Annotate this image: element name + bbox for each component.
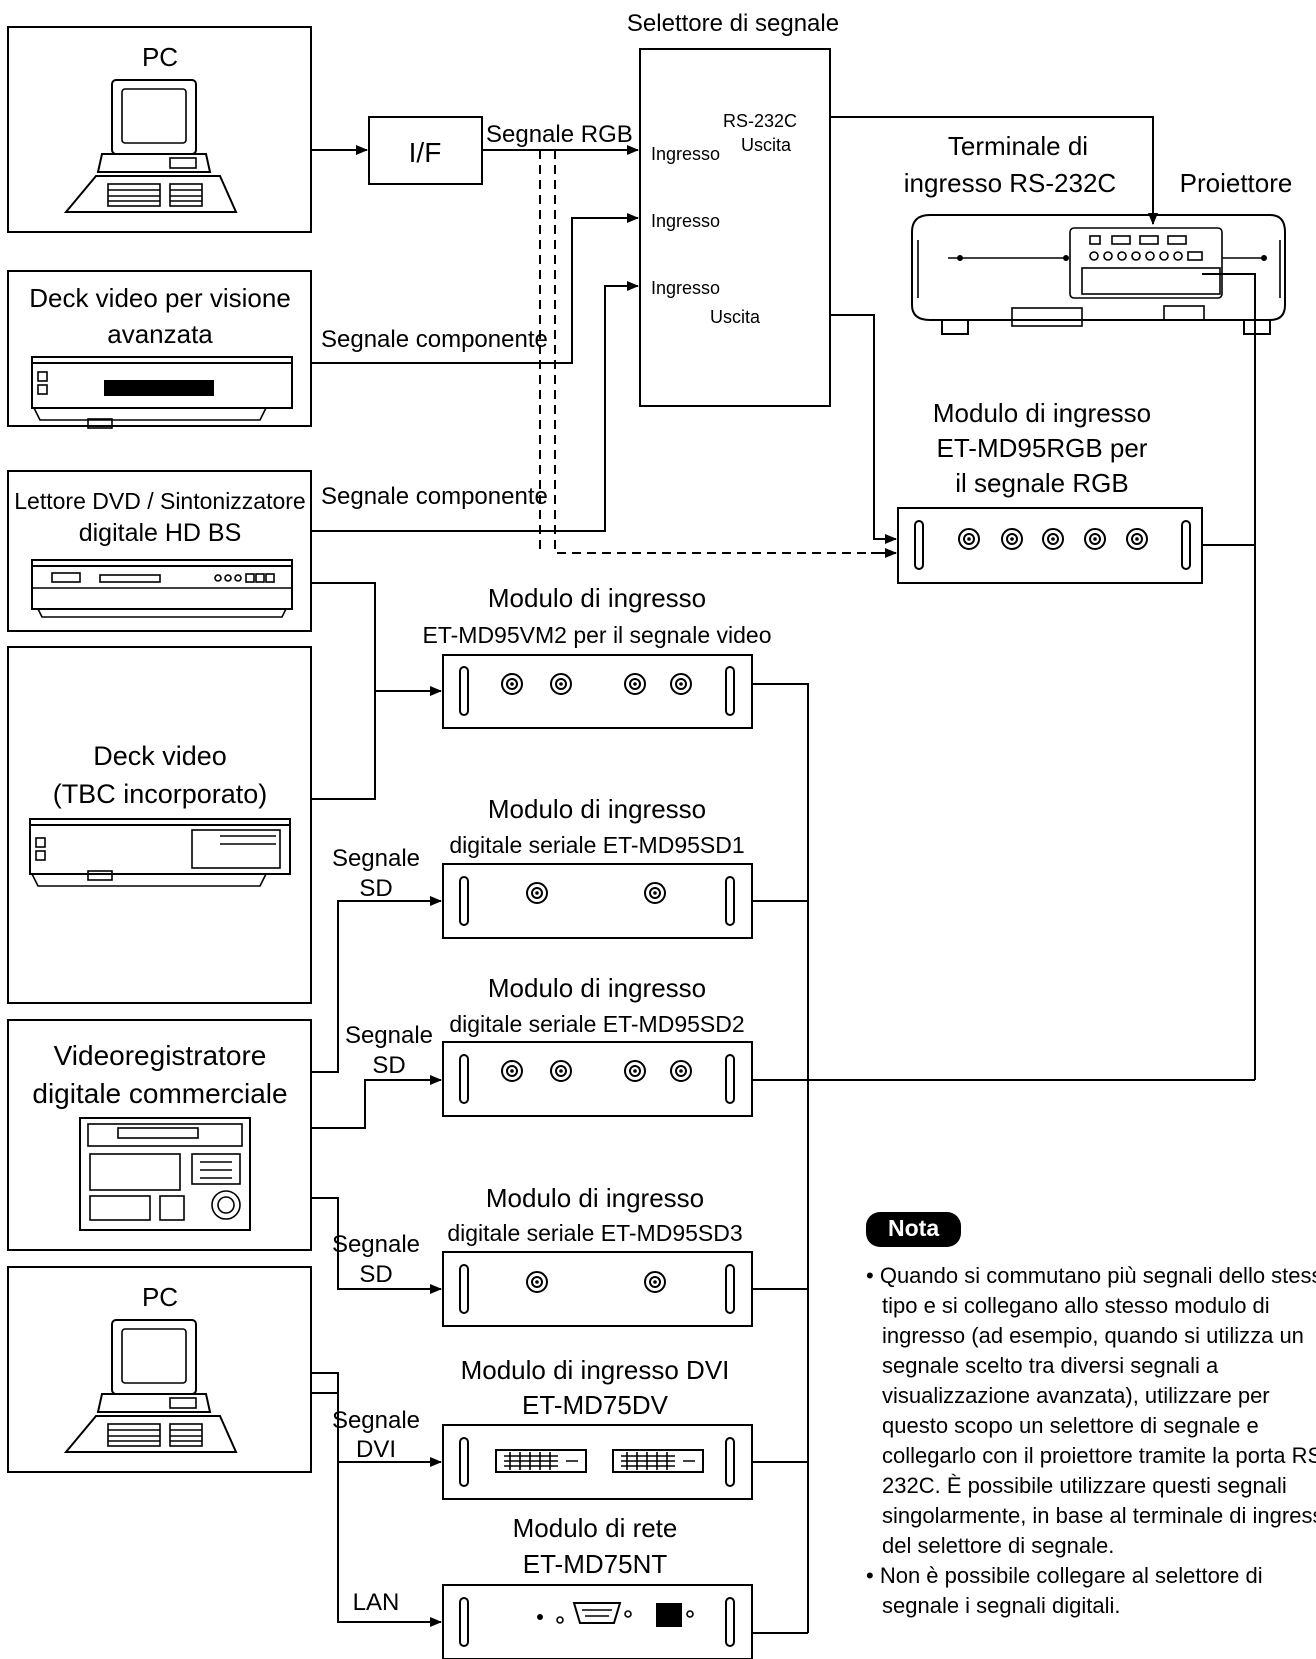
signal-sd2-label-2: SD <box>372 1052 405 1079</box>
module-sd2-title-1: Modulo di ingresso <box>488 973 706 1003</box>
selector-title: Selettore di segnale <box>627 10 839 37</box>
signal-dvi-label-2: DVI <box>356 1436 396 1463</box>
deck-advanced-label-1: Deck video per visione <box>29 283 291 313</box>
interface-label: I/F <box>409 137 442 168</box>
connection-lines <box>311 116 1256 1634</box>
selector-out-rs-1: RS-232C <box>723 111 797 131</box>
module-sd3-box <box>442 1251 753 1327</box>
signal-component-label-2: Segnale componente <box>321 483 548 510</box>
signal-component-label-1: Segnale componente <box>321 326 548 353</box>
note-badge: Nota <box>866 1212 962 1247</box>
signal-sd1-label-1: Segnale <box>332 845 420 872</box>
dvd-label-1: Lettore DVD / Sintonizzatore <box>14 488 305 514</box>
module-vm2-box <box>442 654 753 729</box>
vtr-box: Videoregistratore digitale commerciale <box>7 1019 312 1251</box>
dvd-player-icon <box>31 559 293 618</box>
module-dvi-box <box>442 1424 753 1500</box>
signal-sd3-label-2: SD <box>359 1261 392 1288</box>
signal-sd1-label-2: SD <box>359 875 392 902</box>
module-rgb-title-2: ET-MD95RGB per <box>937 433 1148 463</box>
module-rgb-box <box>897 507 1203 584</box>
vtr-label-2: digitale commerciale <box>32 1078 287 1109</box>
serial-port-icon <box>572 1602 622 1624</box>
pc-top-label: PC <box>142 42 178 72</box>
module-sd1-title-1: Modulo di ingresso <box>488 794 706 824</box>
deck-tbc-label-2: (TBC incorporato) <box>53 779 268 809</box>
note-section: Nota Quando si commutano più segnali del… <box>866 1212 1316 1621</box>
note-item: Quando si commutano più segnali dello st… <box>866 1261 1316 1561</box>
selector-in-2: Ingresso <box>651 211 720 231</box>
note-item: Non è possibile collegare al selettore d… <box>866 1561 1316 1621</box>
dvd-label-2: digitale HD BS <box>79 519 242 547</box>
module-rgb-title-3: il segnale RGB <box>955 468 1128 498</box>
dvd-box: Lettore DVD / Sintonizzatore digitale HD… <box>7 470 312 632</box>
dvi-connector-icon <box>495 1449 587 1473</box>
signal-sd3-label-1: Segnale <box>332 1231 420 1258</box>
module-sd1-title-2: digitale seriale ET-MD95SD1 <box>449 832 744 858</box>
rs-terminal-label-1: Terminale di <box>948 131 1088 161</box>
vcr-tbc-icon <box>29 818 291 887</box>
note-list: Quando si commutano più segnali dello st… <box>866 1261 1316 1621</box>
signal-sd2-label-1: Segnale <box>345 1022 433 1049</box>
module-vm2-title-1: Modulo di ingresso <box>488 583 706 613</box>
selector-in-1: Ingresso <box>651 144 720 164</box>
signal-lan-label: LAN <box>353 1589 400 1616</box>
module-dvi-title-2: ET-MD75DV <box>522 1390 669 1420</box>
module-sd3-title-1: Modulo di ingresso <box>486 1183 704 1213</box>
rs-terminal-label-2: ingresso RS-232C <box>904 168 1116 198</box>
lan-port-icon <box>656 1603 682 1627</box>
module-dvi-title-1: Modulo di ingresso DVI <box>461 1355 730 1385</box>
vcr-icon <box>31 356 293 429</box>
module-sd2-box <box>442 1041 753 1117</box>
pc-bottom-label: PC <box>142 1282 178 1312</box>
module-sd2-title-2: digitale seriale ET-MD95SD2 <box>449 1011 744 1037</box>
module-nt-box <box>442 1584 753 1659</box>
module-sd1-box <box>442 863 753 939</box>
module-rgb-title-1: Modulo di ingresso <box>933 398 1151 428</box>
signal-dvi-label-1: Segnale <box>332 1407 420 1434</box>
deck-tbc-label-1: Deck video <box>93 741 227 771</box>
interface-box: I/F <box>368 116 483 185</box>
pc-top-box: PC <box>7 26 312 233</box>
deck-tbc-box: Deck video (TBC incorporato) <box>7 646 312 1004</box>
vtr-label-1: Videoregistratore <box>54 1040 267 1071</box>
selector-out: Uscita <box>710 307 761 327</box>
selector-out-rs-2: Uscita <box>741 135 792 155</box>
module-sd3-title-2: digitale seriale ET-MD95SD3 <box>447 1220 742 1246</box>
signal-selector-box: Ingresso RS-232C Uscita Ingresso Ingress… <box>639 48 831 407</box>
module-vm2-title-2: ET-MD95VM2 per il segnale video <box>423 622 772 648</box>
deck-advanced-box: Deck video per visione avanzata <box>7 270 312 429</box>
module-nt-title-1: Modulo di rete <box>513 1513 678 1543</box>
deck-advanced-label-2: avanzata <box>107 319 213 349</box>
dvi-connector-icon <box>612 1449 704 1473</box>
digital-vtr-icon <box>79 1117 251 1231</box>
module-nt-title-2: ET-MD75NT <box>523 1549 668 1579</box>
selector-in-3: Ingresso <box>651 278 720 298</box>
pc-bottom-box: PC <box>7 1266 312 1473</box>
projector-icon <box>911 214 1286 335</box>
projector-label: Proiettore <box>1180 168 1293 198</box>
signal-rgb-label: Segnale RGB <box>486 121 633 148</box>
